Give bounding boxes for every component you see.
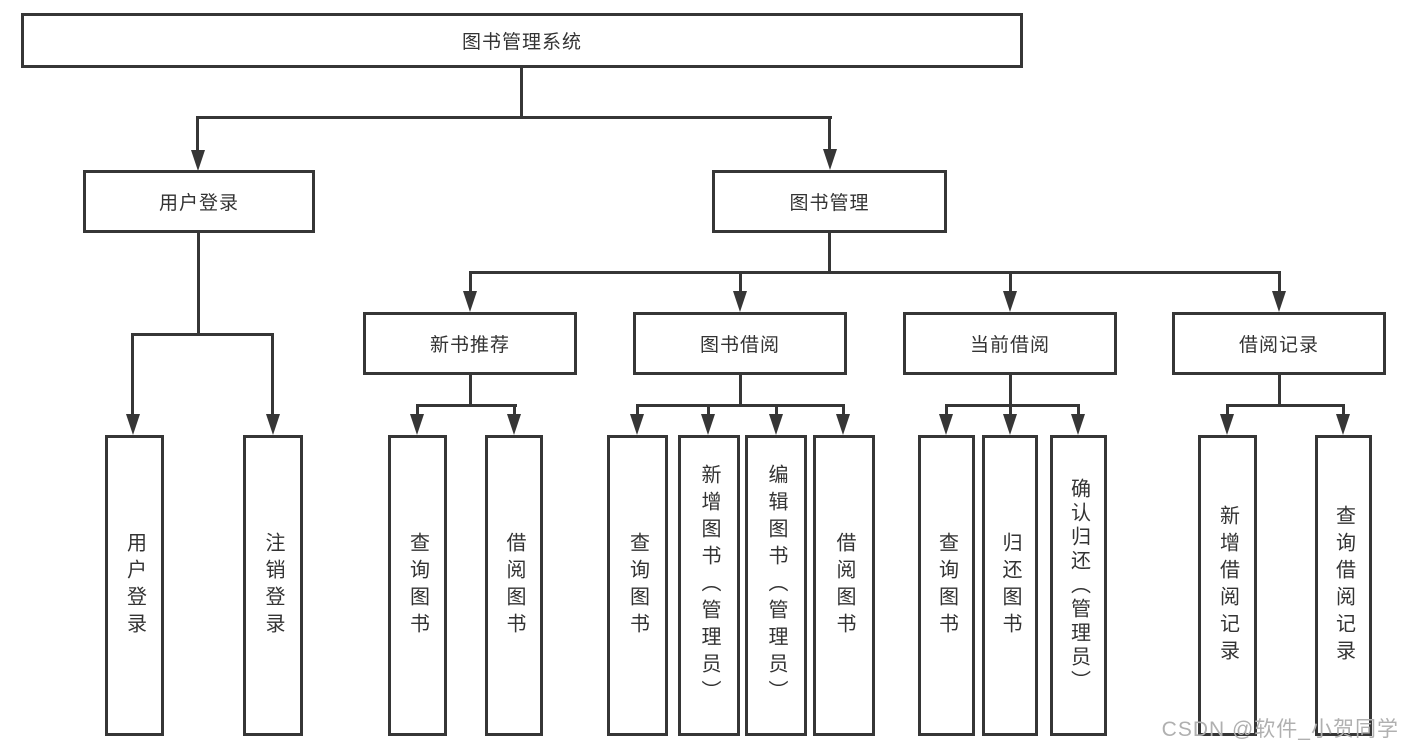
arrow-down-icon (1272, 291, 1286, 312)
connector-line (196, 116, 199, 153)
connector-line (196, 116, 832, 119)
connector-line (520, 68, 523, 119)
connector-line (1278, 271, 1281, 293)
connector-line (1226, 404, 1229, 416)
arrow-down-icon (701, 414, 715, 435)
connector-line (775, 404, 778, 416)
leaf-logout: 注销登录 (243, 435, 303, 736)
connector-line (416, 404, 517, 407)
leaf-query-books-borrowing-label: 查询图书 (626, 531, 649, 640)
connector-line (828, 116, 831, 151)
arrow-down-icon (1003, 414, 1017, 435)
node-current-borrowing-label: 当前借阅 (969, 335, 1050, 356)
leaf-return-books: 归还图书 (982, 435, 1038, 736)
leaf-query-borrow-record-label: 查询借阅记录 (1332, 504, 1355, 667)
connector-line (707, 404, 710, 416)
leaf-confirm-return-admin: 确认归还（管理员） (1050, 435, 1107, 736)
arrow-down-icon (1220, 414, 1234, 435)
connector-line (469, 271, 1281, 274)
connector-line (828, 233, 831, 274)
node-current-borrowing: 当前借阅 (903, 312, 1117, 375)
connector-line (131, 333, 134, 416)
arrow-down-icon (463, 291, 477, 312)
arrow-down-icon (733, 291, 747, 312)
connector-line (636, 404, 639, 416)
leaf-logout-label: 注销登录 (262, 531, 284, 640)
connector-line (469, 375, 472, 407)
node-user-login-label: 用户登录 (158, 193, 239, 214)
arrow-down-icon (769, 414, 783, 435)
leaf-borrow-books-borrowing: 借阅图书 (813, 435, 875, 736)
arrow-down-icon (630, 414, 644, 435)
leaf-borrow-books-borrowing-label: 借阅图书 (833, 531, 855, 640)
leaf-add-book-admin: 新增图书（管理员） (678, 435, 740, 736)
leaf-edit-book-admin-label: 编辑图书（管理员） (765, 464, 787, 707)
leaf-query-books-current: 查询图书 (918, 435, 975, 736)
arrow-down-icon (939, 414, 953, 435)
node-book-borrowing-label: 图书借阅 (699, 335, 780, 356)
arrow-down-icon (1003, 291, 1017, 312)
connector-line (1342, 404, 1345, 416)
leaf-query-books-current-label: 查询图书 (935, 531, 958, 640)
leaf-return-books-label: 归还图书 (999, 531, 1021, 640)
node-new-book-recommend-label: 新书推荐 (429, 335, 510, 356)
node-book-borrowing: 图书借阅 (633, 312, 847, 375)
arrow-down-icon (266, 414, 280, 435)
connector-line (513, 404, 516, 416)
leaf-add-borrow-record-label: 新增借阅记录 (1216, 504, 1239, 667)
arrow-down-icon (1071, 414, 1085, 435)
connector-line (945, 404, 1080, 407)
connector-line (416, 404, 419, 416)
arrow-down-icon (1336, 414, 1350, 435)
connector-line (1278, 375, 1281, 407)
node-new-book-recommend: 新书推荐 (363, 312, 577, 375)
connector-line (1077, 404, 1080, 416)
arrow-down-icon (823, 149, 837, 170)
connector-line (271, 333, 274, 416)
leaf-query-books-recommend-label: 查询图书 (406, 531, 429, 640)
connector-line (1009, 375, 1012, 407)
node-user-login: 用户登录 (83, 170, 315, 233)
arrow-down-icon (126, 414, 140, 435)
leaf-confirm-return-admin-label: 确认归还（管理员） (1067, 477, 1090, 694)
arrow-down-icon (507, 414, 521, 435)
leaf-borrow-books-recommend: 借阅图书 (485, 435, 543, 736)
node-borrowing-records-label: 借阅记录 (1238, 335, 1319, 356)
node-book-management: 图书管理 (712, 170, 947, 233)
connector-line (739, 375, 742, 407)
connector-line (1009, 271, 1012, 293)
connector-line (945, 404, 948, 416)
leaf-user-login-label: 用户登录 (123, 531, 146, 640)
leaf-user-login: 用户登录 (105, 435, 164, 736)
connector-line (842, 404, 845, 416)
leaf-borrow-books-recommend-label: 借阅图书 (503, 531, 525, 640)
arrow-down-icon (836, 414, 850, 435)
node-book-management-label: 图书管理 (789, 193, 870, 214)
connector-line (131, 333, 274, 336)
leaf-edit-book-admin: 编辑图书（管理员） (745, 435, 807, 736)
node-root: 图书管理系统 (21, 13, 1023, 68)
arrow-down-icon (410, 414, 424, 435)
connector-line (197, 233, 200, 335)
connector-line (739, 271, 742, 293)
leaf-query-books-borrowing: 查询图书 (607, 435, 668, 736)
connector-line (636, 404, 845, 407)
watermark: CSDN @软件_小贺同学 (1161, 718, 1399, 741)
leaf-query-borrow-record: 查询借阅记录 (1315, 435, 1372, 736)
leaf-add-borrow-record: 新增借阅记录 (1198, 435, 1257, 736)
node-root-label: 图书管理系统 (461, 32, 582, 53)
node-borrowing-records: 借阅记录 (1172, 312, 1386, 375)
leaf-add-book-admin-label: 新增图书（管理员） (698, 464, 720, 707)
connector-line (1226, 404, 1345, 407)
leaf-query-books-recommend: 查询图书 (388, 435, 447, 736)
arrow-down-icon (191, 150, 205, 171)
connector-line (1009, 404, 1012, 416)
connector-line (469, 271, 472, 293)
